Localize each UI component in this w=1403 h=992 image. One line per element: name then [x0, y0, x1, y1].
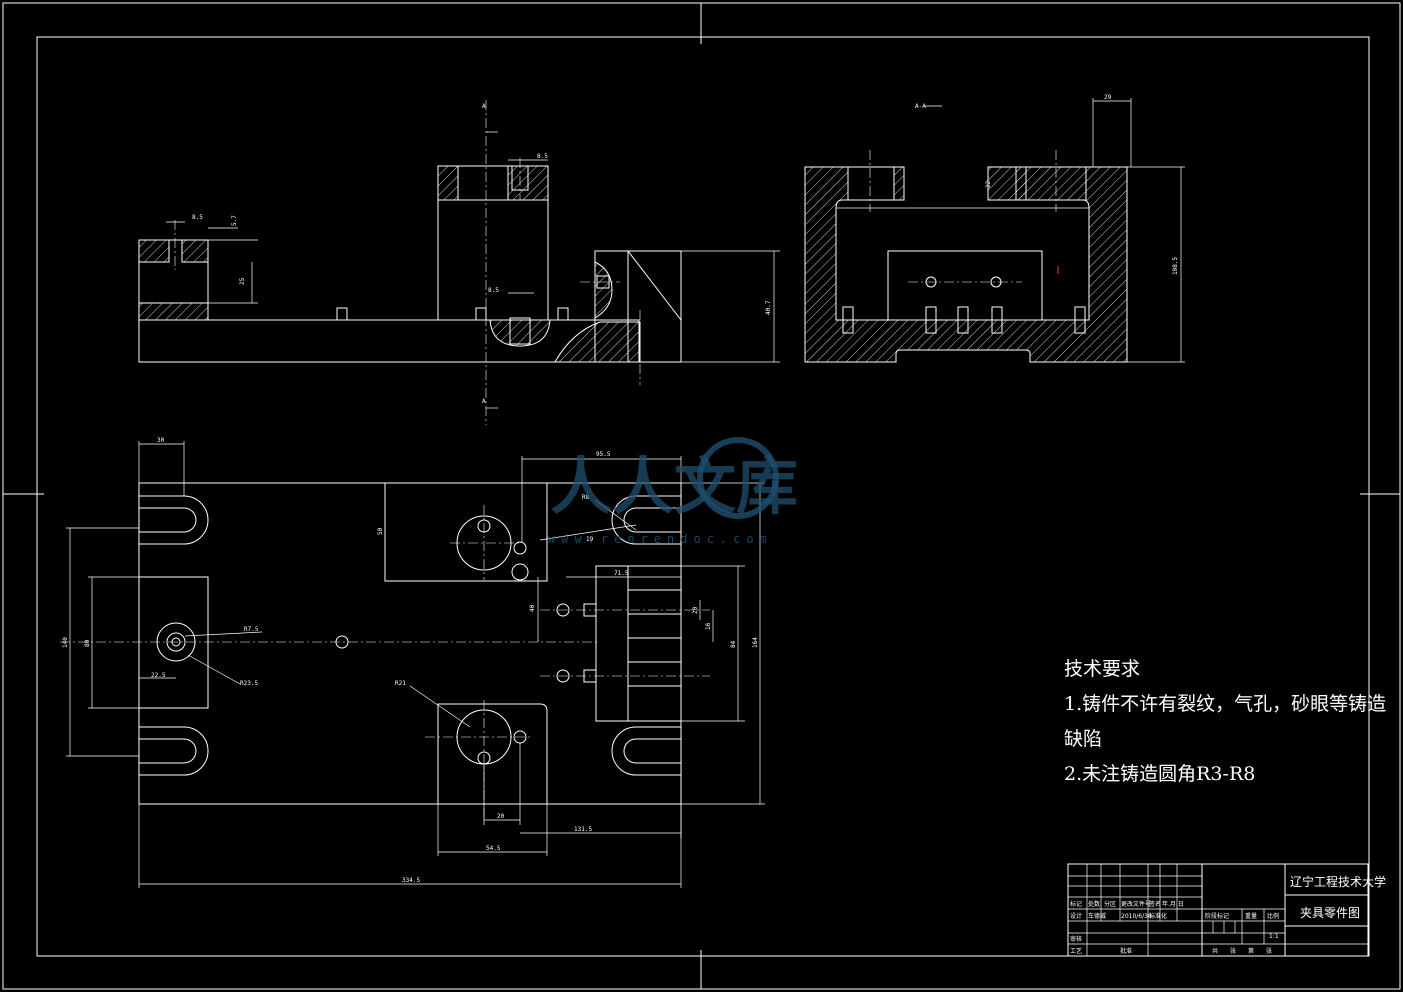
dim-plan-r21: R21: [395, 680, 406, 687]
dim-plan-r-large: R23.5: [240, 680, 258, 687]
tb-design-name: 车德威: [1088, 912, 1106, 920]
technical-requirements: 技术要求 1.铸件不许有裂纹，气孔，砂眼等铸造 缺陷 2.未注铸造圆角R3-R8: [1064, 652, 1387, 792]
dim-plan-slot-radius: R8: [582, 494, 590, 501]
dim-plan-rect-height: 50: [377, 527, 384, 535]
dim-tall-hole: 8.5: [488, 287, 499, 294]
tb-approve: 批准: [1120, 947, 1132, 955]
dim-plan-small: 20: [692, 606, 699, 614]
dim-plan-hole-offset: 22.5: [151, 672, 166, 679]
tb-scale: 1:1: [1269, 933, 1279, 940]
watermark-text: 人人文库: [550, 450, 798, 523]
dim-plan-slot-span: 140: [62, 637, 69, 648]
tb-drawing-name: 夹具零件图: [1300, 906, 1361, 920]
dim-plan-r-small: R7.5: [244, 626, 259, 633]
tb-scale-label: 比例: [1267, 912, 1279, 920]
dim-plan-block-width: 71.5: [614, 570, 629, 577]
dim-plan-left-block: 80: [84, 639, 91, 647]
dim-left-slot: 8.5: [192, 214, 203, 221]
tb-stage: 阶段标记: [1205, 912, 1229, 920]
section-label: A-A: [915, 103, 926, 110]
dim-section-slot: 22: [985, 180, 992, 188]
tb-school: 辽宁工程技术大学: [1290, 875, 1387, 889]
dim-left-height: 25: [239, 277, 246, 285]
dim-right-height: 40.7: [765, 300, 772, 315]
tech-title: 技术要求: [1064, 658, 1141, 680]
plan-view: 30 95.5 R8 19 50 71.5 40 20 16 84 164 14…: [60, 437, 765, 888]
cut-mark-bottom: A: [482, 398, 486, 405]
tech-line-3: 2.未注铸造圆角R3-R8: [1064, 763, 1256, 785]
tb-h-date: 年.月.日: [1162, 900, 1184, 908]
tb-h-zone: 分区: [1104, 900, 1116, 908]
tech-line-2: 缺陷: [1064, 728, 1103, 750]
tb-sheet-unit: 张: [1230, 947, 1236, 955]
dim-section-top: 29: [1104, 94, 1112, 101]
dim-plan-small2: 16: [705, 622, 712, 630]
tb-design-label: 设计: [1070, 912, 1082, 920]
dim-plan-hole-spacing: 20: [497, 813, 505, 820]
dim-plan-block-height: 84: [730, 640, 737, 648]
dim-plan-right-offset: 131.5: [574, 826, 592, 833]
tb-h-sign: 签名: [1149, 900, 1161, 908]
tb-design-date: 2010/6/30: [1121, 913, 1152, 920]
dim-tall-slot: 8.5: [537, 153, 548, 160]
tb-sheet-no: 第: [1248, 947, 1254, 955]
section-view: A-A 29 22 108.5: [804, 94, 1185, 363]
dim-plan-top-width: 95.5: [596, 451, 611, 458]
tb-h-count: 处数: [1088, 900, 1100, 908]
watermark-url: www.renrendoc.com: [548, 532, 773, 546]
tb-weight: 重量: [1245, 912, 1257, 920]
tb-review: 审核: [1070, 935, 1082, 943]
tb-standard: 标准化: [1149, 912, 1167, 920]
dim-plan-total-height: 164: [752, 637, 759, 648]
tech-line-1: 1.铸件不许有裂纹，气孔，砂眼等铸造: [1064, 693, 1387, 715]
title-block: 标记 处数 分区 更改文件号 签名 年.月.日 设计 车德威 2010/6/30…: [1067, 863, 1369, 957]
dim-section-height: 108.5: [1172, 257, 1179, 275]
dim-plan-slot-width: 30: [157, 437, 165, 444]
tb-h-change: 更改文件号: [1121, 900, 1151, 908]
tb-process: 工艺: [1070, 947, 1082, 955]
front-view: 25 8.5 5.7 8.5 8.5 A A: [138, 100, 780, 425]
tb-sheet-unit2: 张: [1266, 947, 1272, 955]
dim-left-depth: 5.7: [231, 215, 238, 226]
tb-sheet-total: 共: [1212, 947, 1218, 955]
tb-h-mark: 标记: [1070, 900, 1082, 908]
cut-mark-top: A: [482, 103, 486, 110]
dim-plan-bottom-width: 54.5: [486, 845, 501, 852]
watermark: 人人文库 www.renrendoc.com: [548, 437, 798, 546]
dim-plan-slot-gap: 19: [586, 536, 594, 543]
dim-plan-offset: 40: [529, 604, 536, 612]
dim-plan-total-width: 334.5: [402, 877, 420, 884]
